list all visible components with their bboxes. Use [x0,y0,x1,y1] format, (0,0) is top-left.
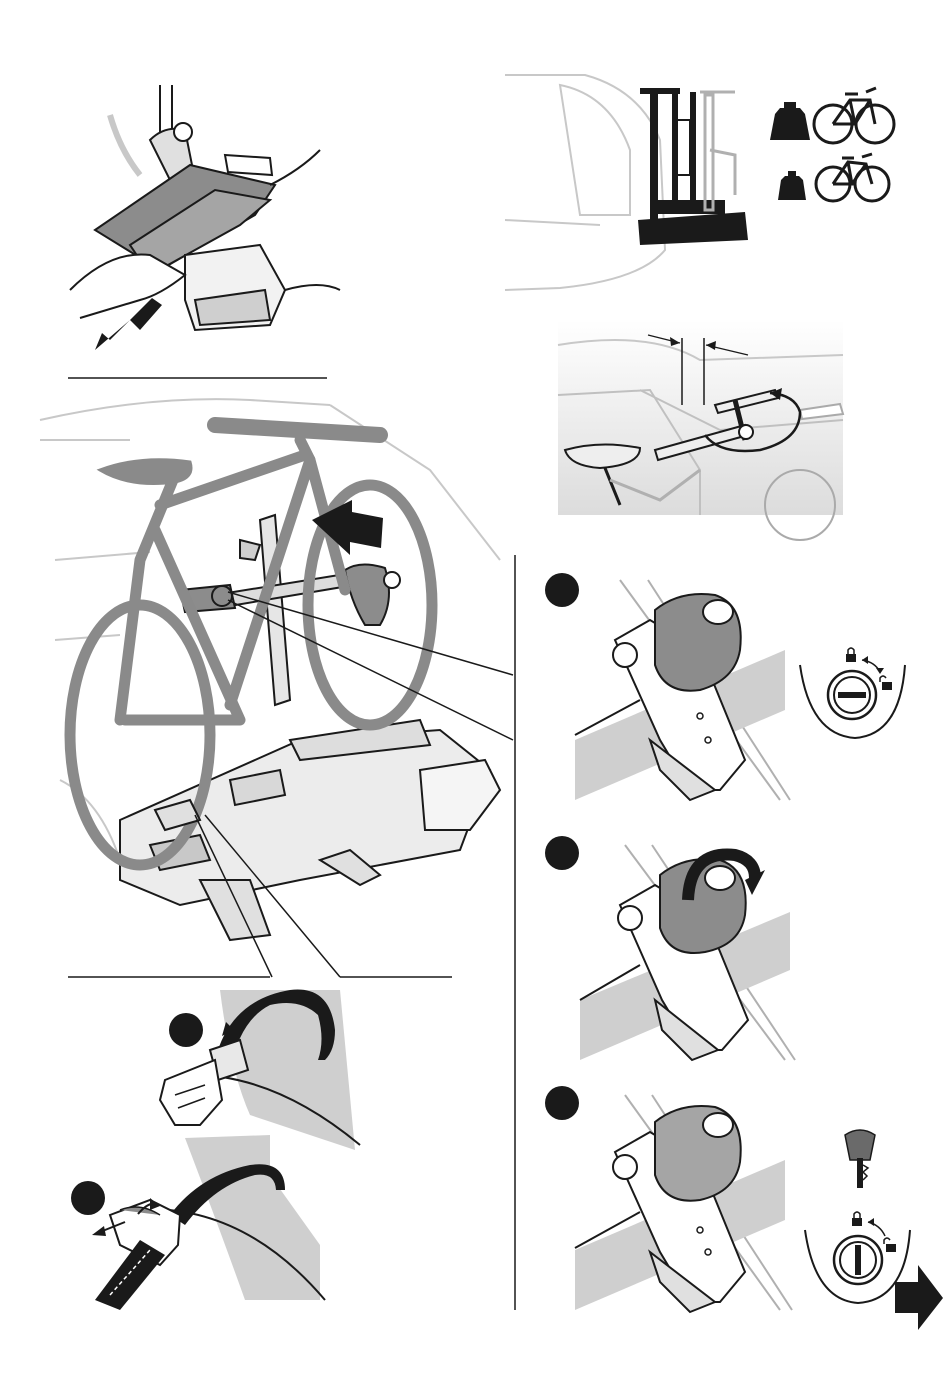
padlock-closed-icon [852,1212,862,1226]
padlock-closed-icon [846,648,856,662]
heavy-weight-icon [770,102,810,140]
frame-holder-knob-tightening-illustration [580,845,795,1060]
lock-indicator-locked [805,1212,910,1303]
frame-holder-knob-locked-illustration [575,1095,792,1312]
hand-pulling-rack-illustration [70,85,340,350]
step-badge [169,1013,203,1047]
light-weight-icon [778,171,806,200]
frame-holder-knob-illustration [575,580,790,800]
bike-mounting-illustration [40,399,513,977]
padlock-open-icon [884,1238,896,1252]
rack-arm-clearance-illustration [558,320,843,540]
step-badge [71,1181,105,1215]
step-badge-1 [545,573,579,607]
car-rear-with-rack-silhouette [505,75,748,290]
key-icon [845,1130,875,1188]
lock-indicator-unlocked [800,648,905,738]
strap-release-illustration [92,1135,325,1310]
next-page-arrow-icon[interactable] [895,1265,943,1330]
bicycle-icon [816,154,889,201]
padlock-open-icon [880,676,892,690]
step-badge-3 [545,1086,579,1120]
step-badge-2 [545,836,579,870]
bicycle-icon [814,88,894,143]
